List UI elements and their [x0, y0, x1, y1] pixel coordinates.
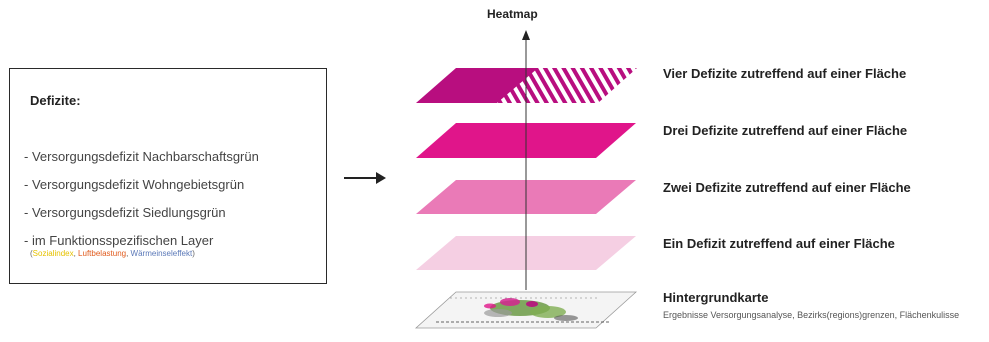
layer-label-three: Drei Defizite zutreffend auf einer Fläch…: [663, 123, 908, 138]
deficit-item: - Versorgungsdefizit Siedlungsgrün: [24, 205, 226, 220]
deficit-item: - Versorgungsdefizit Nachbarschaftsgrün: [24, 149, 259, 164]
layer-label-one: Ein Defizit zutreffend auf einer Fläche: [663, 236, 895, 251]
functional-layer-legend: (Sozialindex, Luftbelastung, Wärmeinsele…: [30, 249, 195, 258]
up-arrow-icon: [522, 30, 530, 40]
deficit-box: Defizite: - Versorgungsdefizit Nachbarsc…: [9, 68, 327, 284]
heatmap-label: Heatmap: [487, 7, 538, 21]
deficit-item: - Versorgungsdefizit Wohngebietsgrün: [24, 177, 245, 192]
deficit-item: - im Funktionsspezifischen Layer: [24, 233, 214, 248]
basemap-description: Ergebnisse Versorgungsanalyse, Bezirks(r…: [663, 310, 960, 320]
layer-label-four: Vier Defizite zutreffend auf einer Fläch…: [663, 66, 907, 81]
layer-label-two: Zwei Defizite zutreffend auf einer Fläch…: [663, 180, 911, 195]
sub-item-luftbelastung: Luftbelastung: [78, 249, 127, 258]
deficit-title: Defizite:: [30, 93, 81, 108]
sub-item-waermeinseleffekt: Wärmeinseleffekt: [130, 249, 193, 258]
layer-plane-four-deficits-hatch: [497, 68, 637, 103]
basemap-texture: [436, 297, 610, 323]
right-arrow-icon: [344, 172, 386, 184]
basemap-title: Hintergrundkarte: [663, 290, 769, 305]
sub-item-sozialindex: Sozialindex: [32, 249, 74, 258]
basemap-plane: [414, 291, 638, 329]
